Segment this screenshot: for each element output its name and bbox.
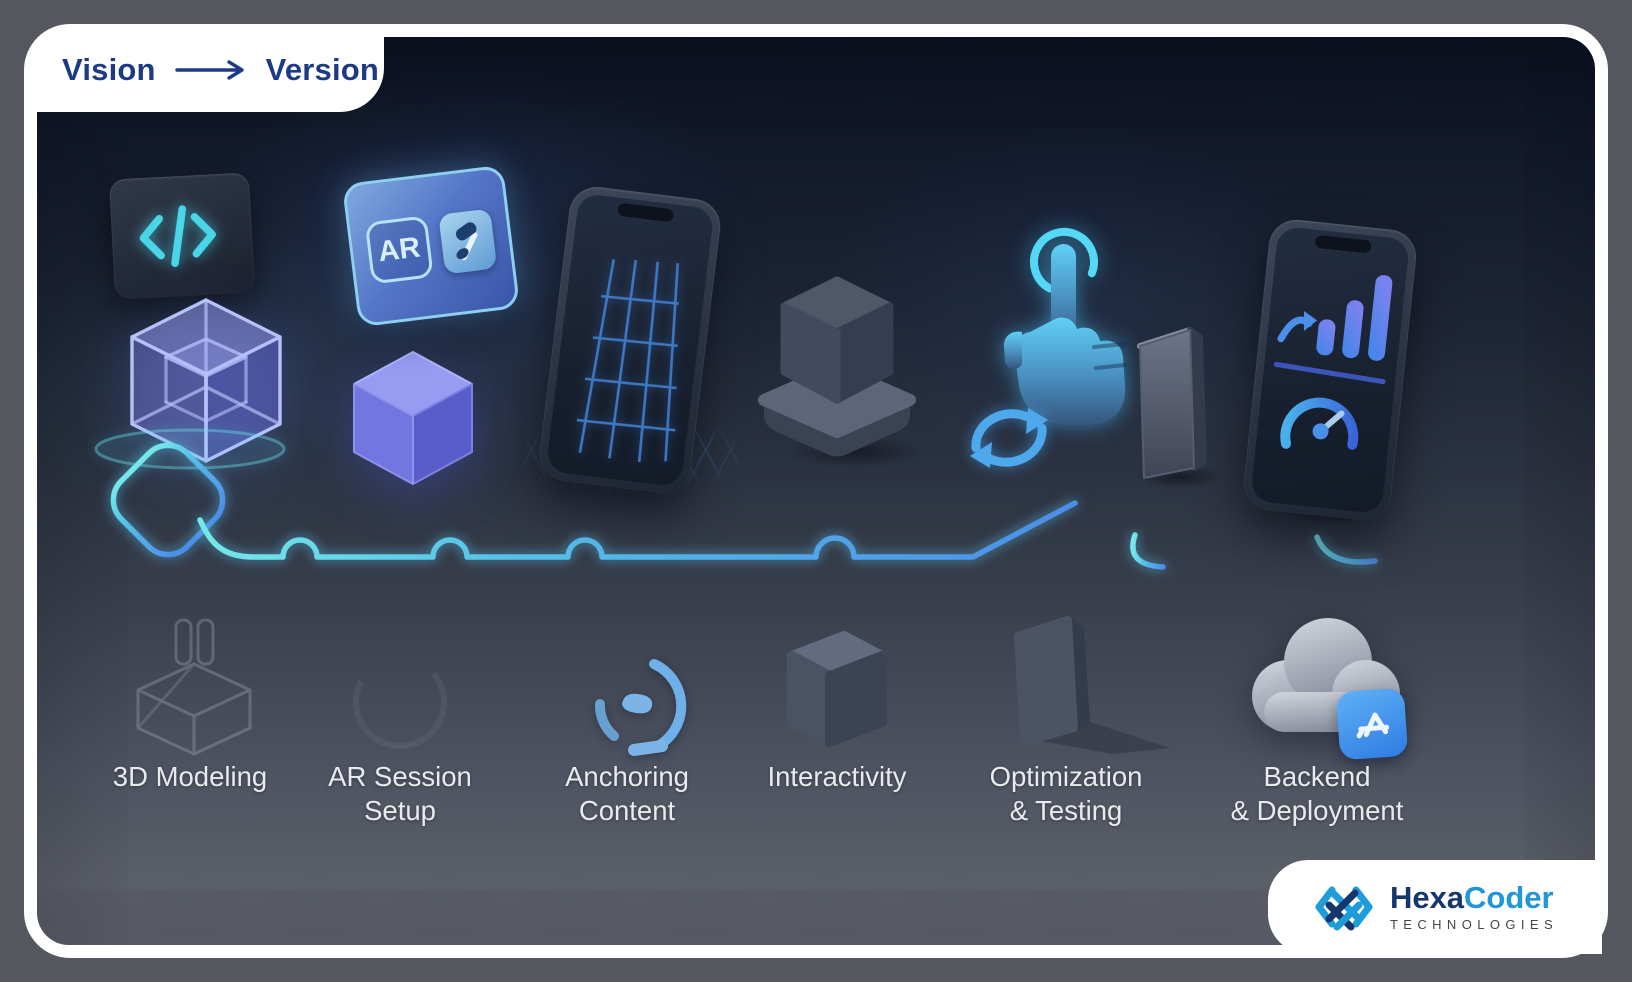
start-node-diamond <box>110 442 226 558</box>
plane-grid-icon <box>576 259 680 463</box>
analytics-icons <box>1273 275 1393 450</box>
step-label-3d-modeling: 3D Modeling <box>112 761 268 792</box>
bar-chart-icon <box>1277 275 1393 361</box>
logo-text: HexaCoder TECHNOLOGIES <box>1389 879 1559 933</box>
step-label-backend: Backend & Deployment <box>1230 761 1404 826</box>
ar-session-card: AR <box>341 164 521 328</box>
hexacoder-logo-tab: HexaCoder TECHNOLOGIES <box>1268 860 1602 954</box>
appstore-badge <box>1335 687 1409 761</box>
logo-name-secondary: Coder <box>1464 879 1554 915</box>
tap-ring <box>1030 228 1098 296</box>
phone-screen <box>545 192 715 488</box>
ar-badge-label: AR <box>376 230 422 268</box>
appstore-a-icon <box>1356 712 1390 739</box>
step-label-anchoring: Anchoring Content <box>565 761 689 826</box>
reality-tool-badge <box>438 208 498 275</box>
code-card <box>108 172 256 300</box>
step-label-ar-session: AR Session Setup <box>328 761 472 826</box>
arrow-right-icon <box>174 60 244 80</box>
phone-analytics <box>1241 217 1419 523</box>
logo-name-primary: Hexa <box>1389 879 1465 915</box>
solid-cube-icon <box>353 351 473 485</box>
hammer-icon <box>455 222 478 261</box>
divider-line <box>1273 361 1386 385</box>
hexacoder-logo-icon <box>1315 886 1373 931</box>
version-label: Version <box>265 52 380 87</box>
step-label-optimization: Optimization & Testing <box>989 761 1143 826</box>
vision-label: Vision <box>62 52 156 87</box>
cloud-deploy-group <box>1236 600 1409 761</box>
logo-subtitle: TECHNOLOGIES <box>1389 917 1559 933</box>
ghost-cube-icon <box>787 631 887 747</box>
anchor-rotate-icon <box>595 659 687 756</box>
cube-on-pedestal-icon <box>758 276 916 457</box>
step-label-interactivity: Interactivity <box>767 761 907 792</box>
ar-badge: AR <box>364 215 434 285</box>
ghost-open-box-icon <box>136 618 252 756</box>
connector-line <box>94 428 1378 570</box>
vision-version-tab: Vision Version <box>30 28 384 112</box>
code-brackets-icon <box>139 205 216 268</box>
ghost-ring-icon <box>353 655 447 749</box>
phone-screen-analytics <box>1249 225 1411 515</box>
vertical-slab-icon <box>1137 327 1207 479</box>
ghost-slab-icon <box>1014 616 1170 754</box>
tap-hand-icon <box>1003 228 1127 425</box>
wireframe-cube-icon <box>130 298 282 463</box>
speed-gauge-icon <box>1280 397 1359 450</box>
sync-arrows-icon <box>970 408 1048 468</box>
phone-plane-detection <box>536 183 724 497</box>
